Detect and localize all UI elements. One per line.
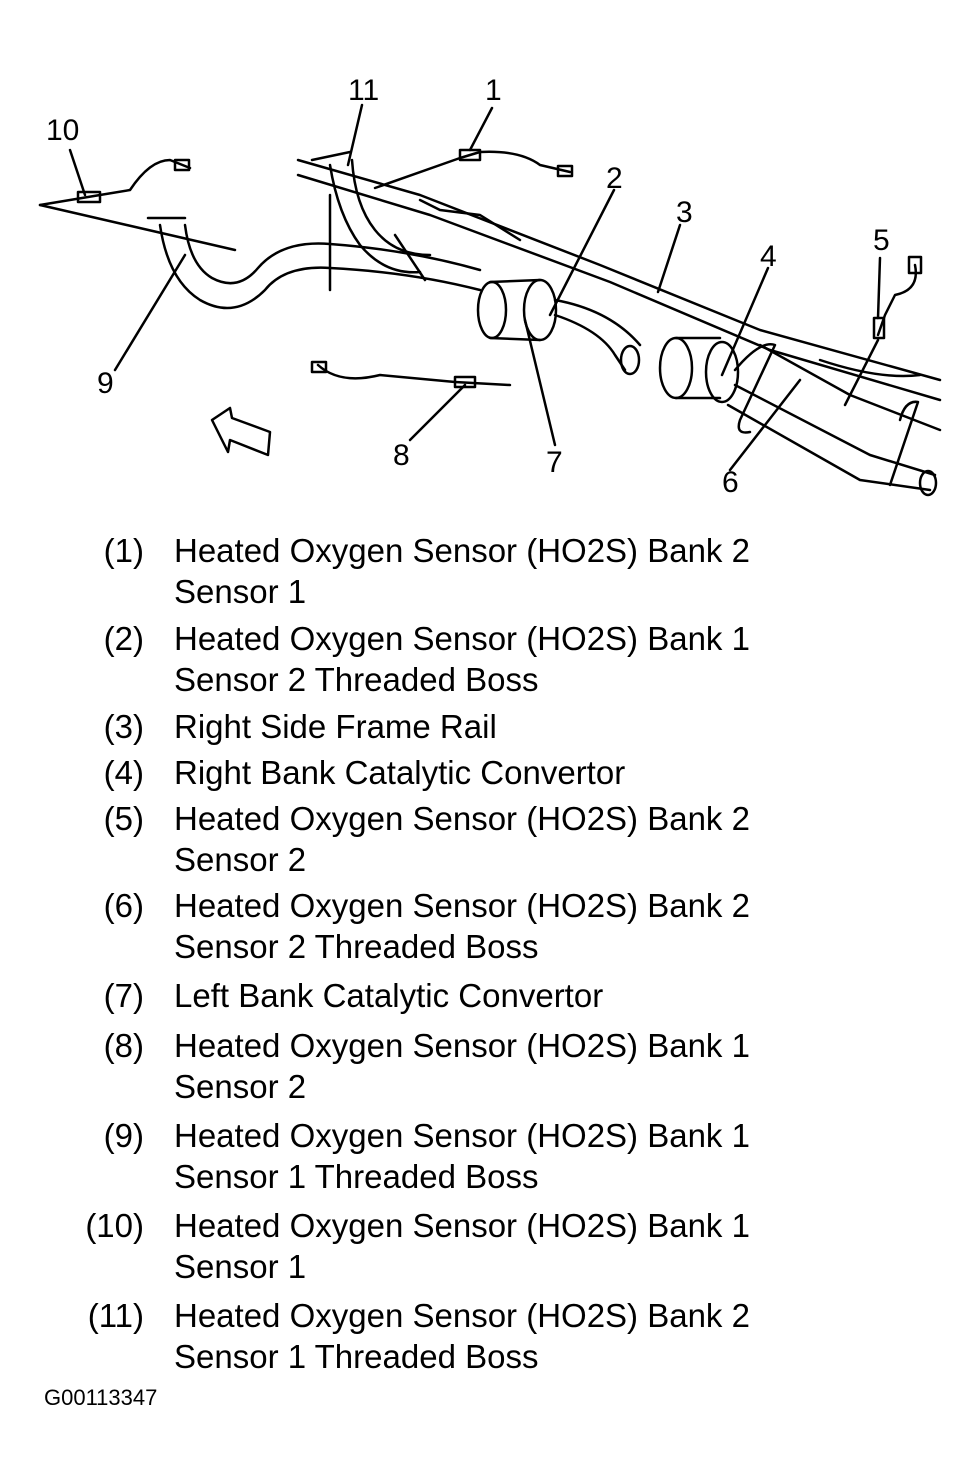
callout-2: 2 [606,162,623,195]
direction-arrow-icon [210,406,272,457]
callout-9: 9 [97,367,114,400]
right-exhaust-pipe [310,150,432,282]
figure-id: G00113347 [44,1385,158,1410]
legend-text: Heated Oxygen Sensor (HO2S) Bank 2 Senso… [174,532,750,610]
legend-number: (8) [103,1027,144,1064]
leader-3 [656,223,682,294]
legend-number: (1) [103,532,144,569]
legend-number: (11) [87,1297,144,1334]
frame-rail [296,158,942,432]
leader-5 [876,256,882,320]
legend-number: (7) [103,977,144,1014]
leader-6 [728,378,802,472]
sensor-8 [310,360,512,389]
callout-3: 3 [676,196,693,229]
callout-4: 4 [760,240,777,273]
legend-text: Heated Oxygen Sensor (HO2S) Bank 1 Senso… [174,1117,750,1195]
hanger-2 [888,400,920,487]
left-catalytic-converter [476,278,642,376]
callout-8: 8 [393,439,410,472]
leader-10 [68,148,87,197]
callout-11: 11 [348,74,379,107]
leader-2 [548,188,616,317]
leader-9 [113,253,187,372]
callout-5: 5 [873,224,890,257]
hanger-1 [733,343,777,434]
left-exhaust-pipe [146,216,482,310]
leader-1 [468,106,494,152]
leader-4 [720,266,770,377]
legend-number: (2) [103,620,144,657]
legend-text: Left Bank Catalytic Convertor [174,977,604,1014]
legend-text: Heated Oxygen Sensor (HO2S) Bank 1 Senso… [174,1027,750,1105]
legend-text: Heated Oxygen Sensor (HO2S) Bank 1 Senso… [174,1207,750,1285]
leader-8 [408,383,467,442]
legend-number: (10) [85,1207,144,1244]
legend-text: Right Side Frame Rail [174,708,497,745]
legend-text: Heated Oxygen Sensor (HO2S) Bank 1 Senso… [174,620,750,698]
legend-number: (3) [103,708,144,745]
callout-1: 1 [485,74,502,107]
legend-text: Heated Oxygen Sensor (HO2S) Bank 2 Senso… [174,800,750,878]
callout-labels: 1 2 3 4 5 6 7 8 9 10 11 [46,74,890,499]
sensor-1 [373,148,574,190]
legend-number: (6) [103,887,144,924]
legend-text: Heated Oxygen Sensor (HO2S) Bank 2 Senso… [174,1297,750,1375]
sensor-10 [38,158,237,252]
exhaust-system-diagram: 1 2 3 4 5 6 7 8 9 10 11 [38,74,942,499]
legend-number: (5) [103,800,144,837]
leader-11 [346,103,364,167]
callout-6: 6 [722,466,739,499]
legend-number: (9) [103,1117,144,1154]
legend-text: Heated Oxygen Sensor (HO2S) Bank 2 Senso… [174,887,750,965]
legend-text: Right Bank Catalytic Convertor [174,754,626,791]
leader-7 [523,318,557,447]
callout-7: 7 [546,446,563,479]
right-catalytic-converter [658,336,938,497]
callout-10: 10 [46,114,79,147]
legend-number: (4) [103,754,144,791]
